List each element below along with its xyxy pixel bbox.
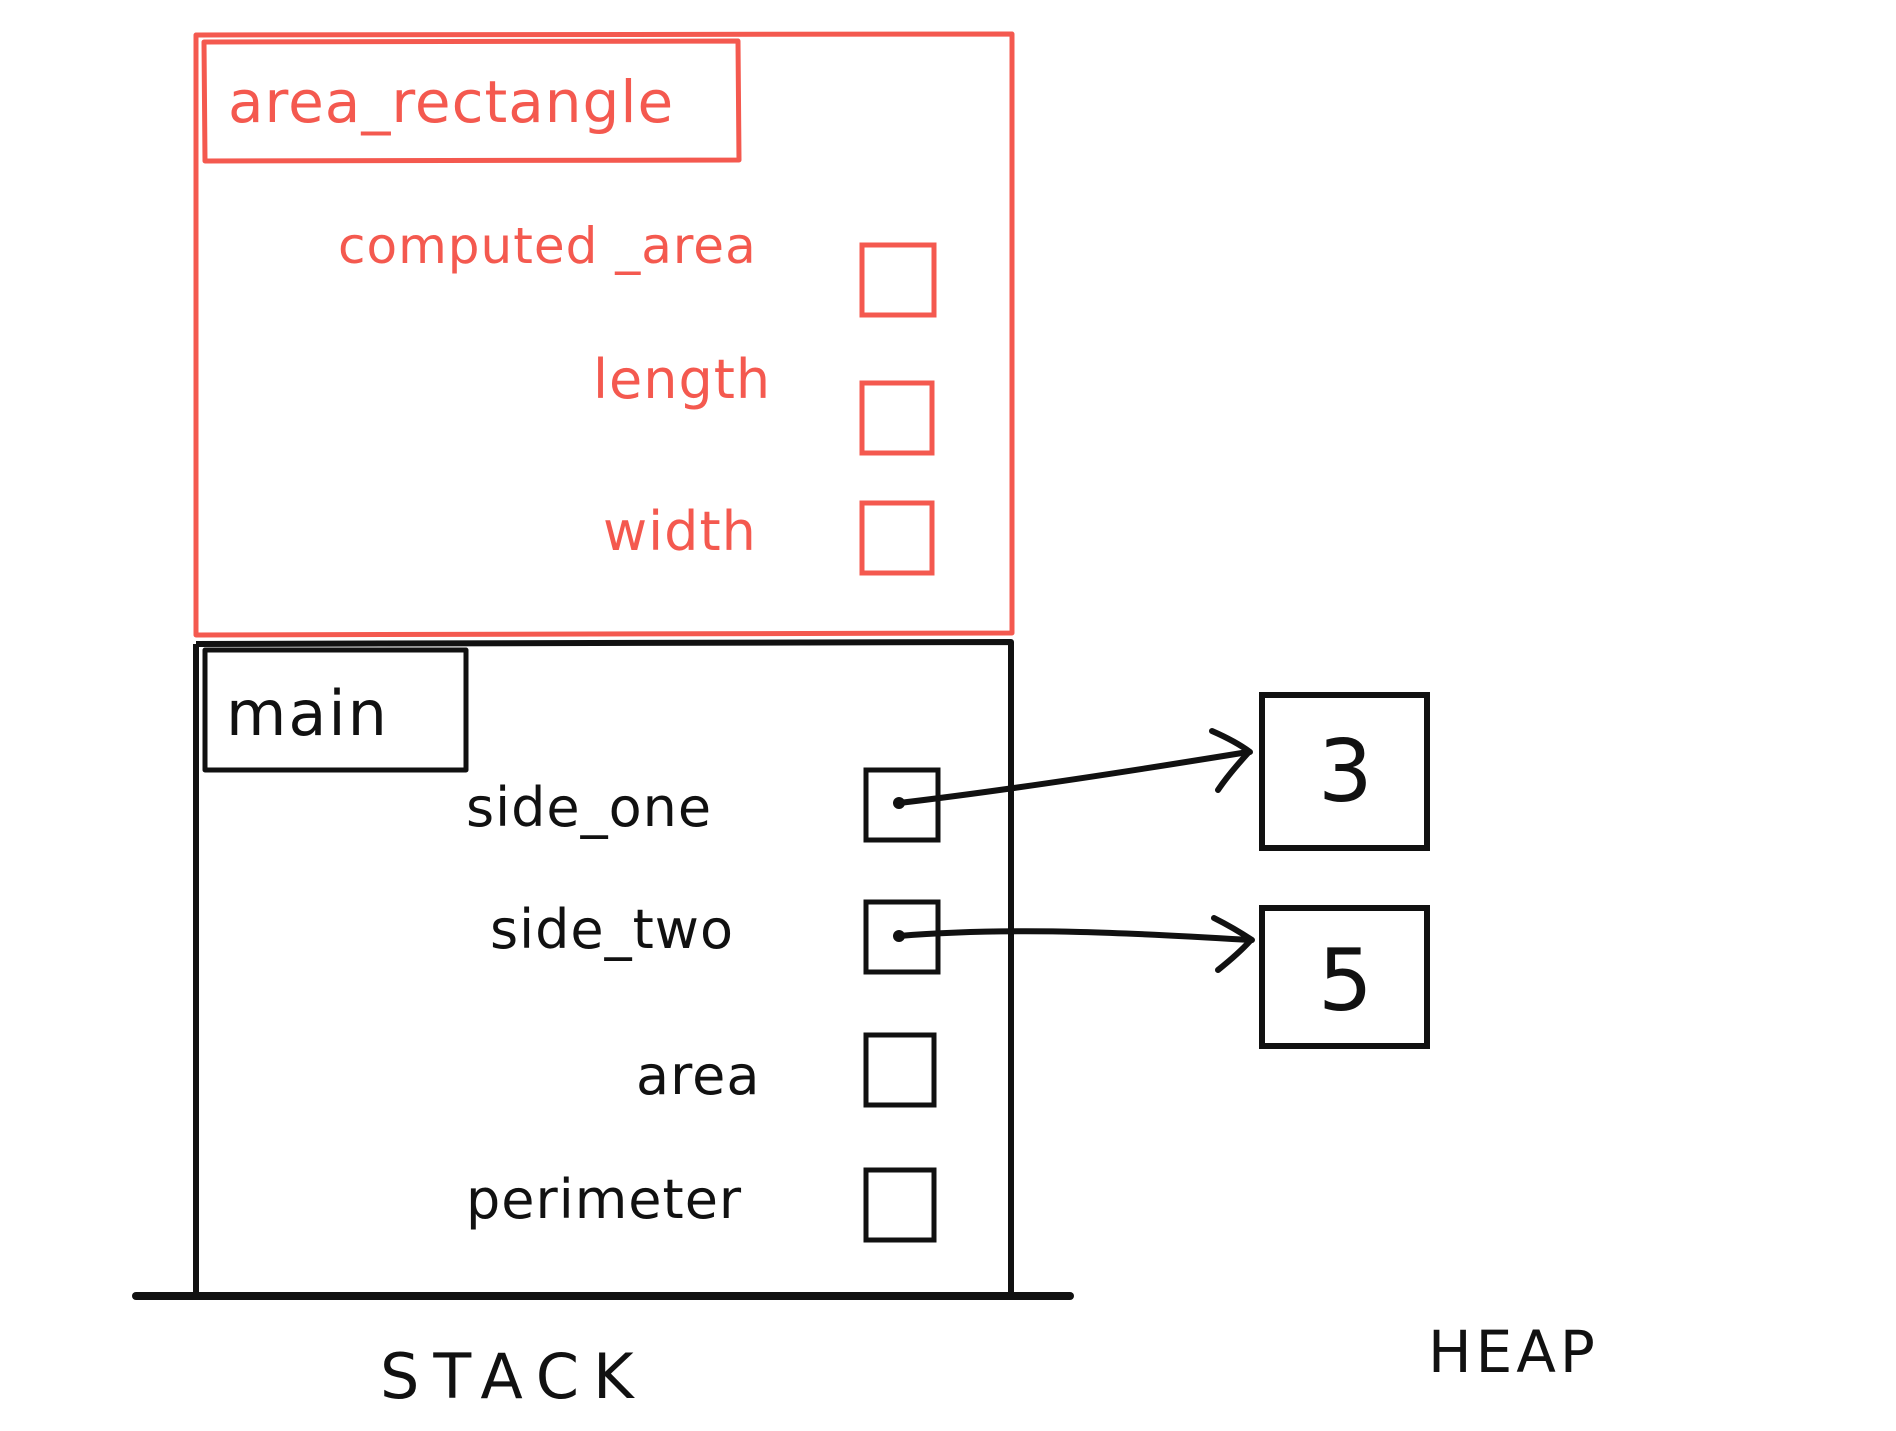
- variable-label-side-two: side_two: [490, 898, 734, 961]
- variable-box-length[interactable]: [859, 380, 935, 456]
- heap-object-value-5: 5: [1318, 931, 1373, 1031]
- variable-box-computed-area[interactable]: [859, 242, 937, 318]
- variable-label-area: area: [636, 1044, 760, 1107]
- main-frame-title: main: [226, 677, 389, 750]
- variable-label-computed-area: computed _area: [338, 217, 757, 275]
- arrow-side-one-to-heap-3: [896, 728, 1253, 806]
- heap-object-box-3[interactable]: [1259, 692, 1430, 851]
- variable-label-side-one: side_one: [466, 776, 712, 839]
- area-rectangle-frame-border: [193, 31, 1015, 638]
- variable-box-perimeter[interactable]: [863, 1167, 937, 1243]
- variable-box-side-two[interactable]: [863, 899, 941, 975]
- main-frame-border: [193, 639, 1014, 1294]
- heap-object-value-3: 3: [1318, 722, 1373, 822]
- area-rectangle-frame-title: area_rectangle: [228, 68, 674, 136]
- stack-frame-main: [193, 639, 1014, 1294]
- variable-box-side-one[interactable]: [863, 767, 941, 843]
- variable-box-area[interactable]: [863, 1032, 937, 1108]
- heap-object-box-5[interactable]: [1259, 905, 1430, 1049]
- main-title-box: [202, 647, 469, 773]
- stack-region-label: STACK: [380, 1340, 648, 1413]
- heap-region-label: HEAP: [1428, 1318, 1599, 1386]
- variable-label-width: width: [603, 500, 757, 563]
- variable-box-width[interactable]: [859, 500, 935, 576]
- stack-frame-area-rectangle: [193, 31, 1015, 638]
- variable-label-perimeter: perimeter: [466, 1168, 742, 1231]
- arrow-side-two-to-heap-5: [896, 915, 1255, 973]
- variable-label-length: length: [593, 348, 771, 411]
- area-rectangle-title-box: [201, 38, 742, 164]
